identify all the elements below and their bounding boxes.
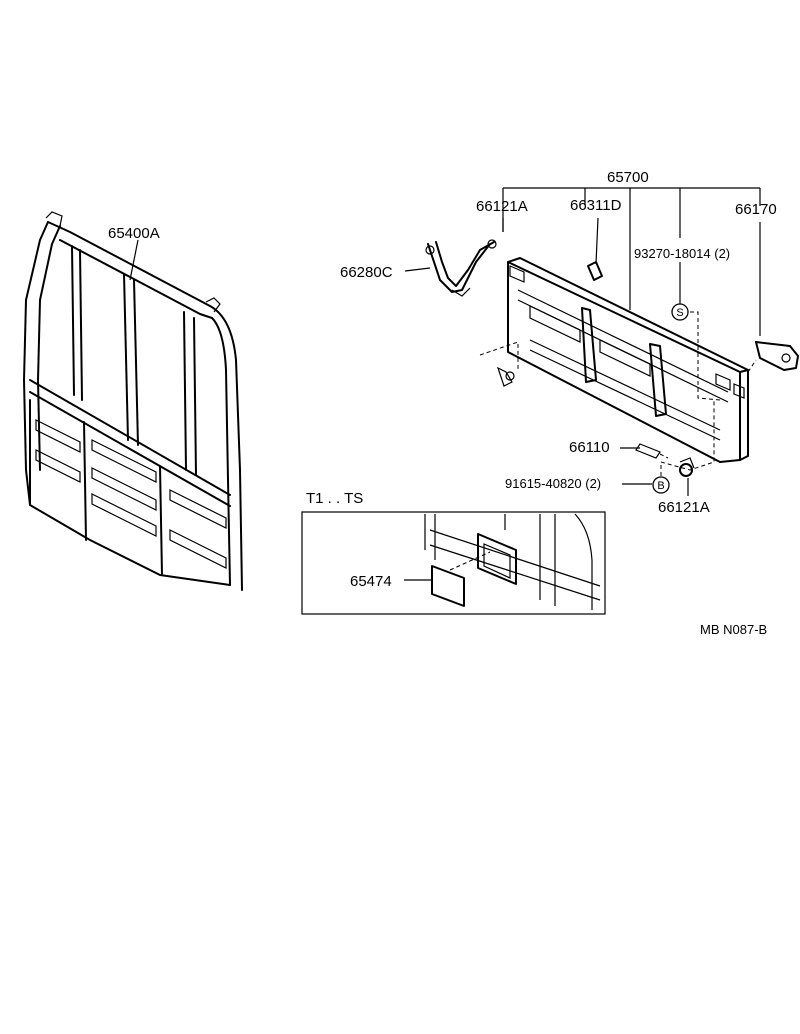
label-clip: 93270-18014 (2) xyxy=(634,246,730,261)
inset-box xyxy=(301,511,606,615)
rear-panel-drawing xyxy=(23,211,243,591)
label-rear-panel: 65400A xyxy=(108,225,160,242)
label-support-chain: 66280C xyxy=(340,264,393,281)
inset-label: T1 . . TS xyxy=(306,490,363,507)
inset-drawing xyxy=(424,513,601,610)
label-stopper: 66110 xyxy=(569,439,610,456)
chain-bracket-drawing xyxy=(587,261,603,281)
chain-bracket-leader xyxy=(595,217,599,265)
label-bolt: 91615-40820 (2) xyxy=(505,476,601,491)
label-plate: 65474 xyxy=(350,573,392,590)
clip-dashed-path xyxy=(690,311,721,401)
rear-panel-leader xyxy=(129,239,139,281)
label-tailgate: 65700 xyxy=(607,169,649,186)
hinge-pin-left-drawing xyxy=(479,341,519,387)
hinge-pin-right-drawing xyxy=(679,457,695,477)
tailgate-drawing xyxy=(507,257,749,463)
label-hook: 66170 xyxy=(735,201,777,218)
hook-drawing xyxy=(747,341,799,373)
support-chain-drawing xyxy=(425,239,497,297)
support-chain-leader xyxy=(404,267,431,272)
marker-b-circle xyxy=(652,476,670,494)
marker-s-circle xyxy=(671,303,689,321)
label-hinge-pin-left: 66121A xyxy=(476,198,528,215)
bolt-dashed-path xyxy=(660,400,715,476)
label-chain-bracket: 66311D xyxy=(570,197,622,214)
diagram-code: MB N087-B xyxy=(700,622,767,637)
label-hinge-pin-right: 66121A xyxy=(658,499,710,516)
stopper-drawing xyxy=(635,443,669,459)
marker-b-text: B xyxy=(657,480,664,492)
marker-s-text: S xyxy=(676,307,683,319)
